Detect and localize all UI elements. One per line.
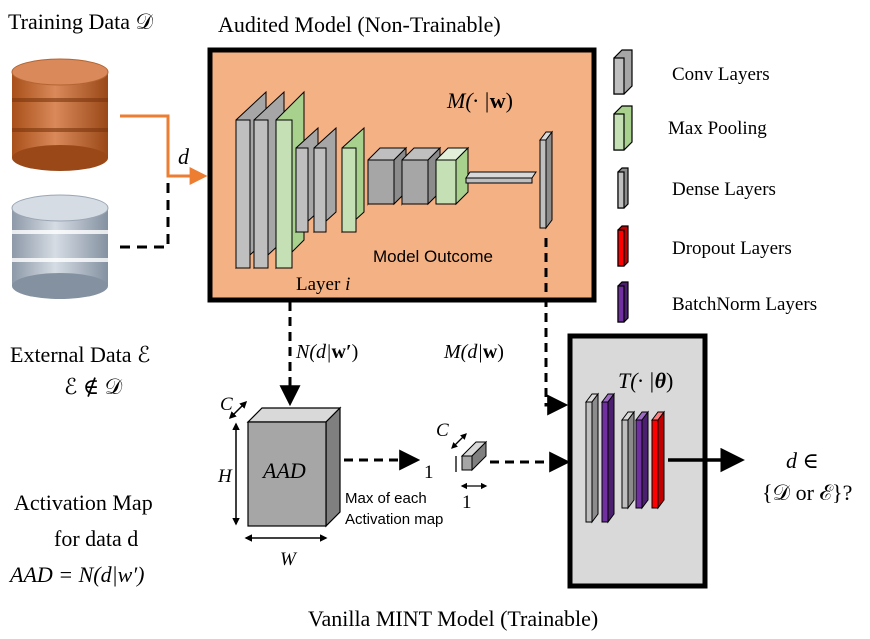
max-each-line2: Activation map [345,511,443,528]
external-not-in-training-label: ℰ ∉ 𝒟 [64,374,123,399]
legend-dense-icon [617,167,629,209]
audited-model-title: Audited Model (Non-Trainable) [218,12,501,37]
external-database-icon [11,194,109,299]
dim-one-bottom-label: 1 [462,492,472,513]
aad-label: AAD [261,458,306,483]
max-each-line1: Max of each [345,490,427,507]
dim-c-small-label: C [436,420,449,441]
dim-h-label: H [217,466,233,487]
training-data-label: Training Data 𝒟 [8,9,154,34]
dim-c-arrow [228,400,248,420]
dim-c-label: C [220,394,233,415]
attack-layers [585,392,665,524]
cnn-layers [235,90,553,270]
d-variable-label: d [178,144,190,169]
output-line1: d ∈ [786,448,819,473]
max-vector-icon [460,440,488,472]
attack-function-label: T(· |θ) [618,368,673,393]
training-database-icon [11,58,109,171]
model-outcome-label: Model Outcome [373,247,493,266]
legend-conv-icon [613,49,633,95]
legend: Conv Layers Max Pooling Dense Layers Dro… [613,49,817,323]
layer-i-label: Layer i [296,274,350,295]
legend-batchnorm-label: BatchNorm Layers [672,294,817,315]
model-function-label: M(· |w) [446,88,513,113]
legend-dropout-icon [617,225,629,267]
legend-maxpool-label: Max Pooling [668,118,767,139]
activation-map-line1: Activation Map [14,490,153,515]
legend-conv-label: Conv Layers [672,64,770,85]
legend-maxpool-icon [613,105,633,151]
vanilla-model-title: Vanilla MINT Model (Trainable) [308,606,598,631]
dim-one-left-label: 1 [424,462,434,483]
dim-w-label: W [280,549,298,570]
m-arrow-label: M(d|w) [443,341,504,363]
model-output-arrow [544,238,569,416]
activation-map-line3: AAD = N(d|w′) [8,562,144,587]
n-arrow-label: N(d|w′) [295,341,358,363]
legend-dense-label: Dense Layers [672,179,776,200]
dim-c-small-arrow [451,433,467,449]
output-line2: {𝒟 or ℰ}? [762,480,852,505]
training-data-arrow [120,114,208,185]
external-data-dashed-line [120,178,170,249]
external-data-label: External Data ℰ [10,342,150,367]
aad-cuboid [246,406,342,528]
activation-map-line2: for data d [54,526,138,551]
legend-dropout-label: Dropout Layers [672,238,792,259]
legend-batchnorm-icon [617,281,629,323]
